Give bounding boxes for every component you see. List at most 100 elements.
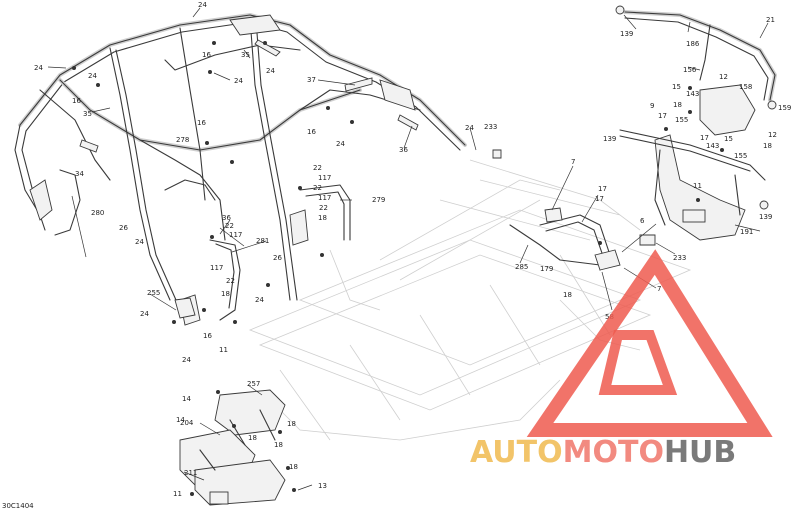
callout-label: 37 bbox=[307, 76, 316, 84]
watermark-triangle bbox=[526, 249, 773, 437]
callout-label: 24 bbox=[255, 296, 264, 304]
callout-label: 179 bbox=[540, 265, 553, 273]
callout-label: 35 bbox=[241, 51, 250, 59]
callout-label: 22 bbox=[313, 184, 322, 192]
side-bars bbox=[174, 184, 351, 321]
callout-label: 285 bbox=[515, 263, 528, 271]
callout-label: 34 bbox=[75, 170, 84, 178]
callout-label: 16 bbox=[203, 332, 212, 340]
callout-label: 11 bbox=[693, 182, 702, 190]
callout-label: 280 bbox=[91, 209, 104, 217]
hitch-assembly bbox=[179, 389, 286, 506]
callout-label: 24 bbox=[88, 72, 97, 80]
callout-label: 158 bbox=[739, 83, 752, 91]
callout-label: 191 bbox=[740, 228, 753, 236]
callout-label: 117 bbox=[229, 231, 242, 239]
callout-label: 24 bbox=[336, 140, 345, 148]
watermark-logo bbox=[526, 249, 773, 437]
callout-label: 16 bbox=[307, 128, 316, 136]
callout-label: 156 bbox=[683, 66, 697, 74]
callout-label: 16 bbox=[202, 51, 211, 59]
callout-label: 278 bbox=[176, 136, 189, 144]
callout-label: 18 bbox=[274, 441, 283, 449]
callout-labels: 24 16 35 24 24 24 16 35 278 16 34 280 24… bbox=[34, 1, 791, 498]
callout-label: 18 bbox=[287, 420, 296, 428]
callout-label: 18 bbox=[563, 291, 572, 299]
callout-label: 18 bbox=[289, 463, 298, 471]
callout-label: 18 bbox=[763, 142, 772, 150]
callout-label: 17 bbox=[700, 134, 709, 142]
callout-label: 24 bbox=[182, 356, 191, 364]
callout-label: 36 bbox=[399, 146, 408, 154]
callout-label: 15 bbox=[724, 135, 733, 143]
watermark-text-moto: MOTO bbox=[563, 435, 664, 470]
chassis-frame-ghost bbox=[248, 159, 692, 441]
callout-label: 117 bbox=[318, 194, 331, 202]
callout-label: 21 bbox=[766, 16, 775, 24]
callout-label: 233 bbox=[484, 123, 497, 131]
callout-label: 35 bbox=[83, 110, 92, 118]
callout-label: 12 bbox=[768, 131, 777, 139]
callout-label: 24 bbox=[266, 67, 275, 75]
callout-label: 117 bbox=[318, 174, 331, 182]
callout-label: 6 bbox=[640, 217, 645, 225]
callout-label: 186 bbox=[686, 40, 700, 48]
callout-label: 18 bbox=[318, 214, 327, 222]
callout-label: 22 bbox=[313, 164, 322, 172]
callout-label: 9 bbox=[650, 102, 654, 110]
callout-label: 279 bbox=[372, 196, 385, 204]
callout-label: 7 bbox=[571, 158, 575, 166]
callout-label: 117 bbox=[210, 264, 223, 272]
callout-label: 139 bbox=[603, 135, 616, 143]
callout-label: 24 bbox=[234, 77, 243, 85]
callout-label: 22 bbox=[226, 277, 235, 285]
callout-label: 143 bbox=[686, 90, 699, 98]
callout-label: 24 bbox=[465, 124, 474, 132]
callout-label: 13 bbox=[318, 482, 327, 490]
callout-label: 139 bbox=[759, 213, 772, 221]
callout-label: 14 bbox=[176, 416, 185, 424]
callout-label: 24 bbox=[135, 238, 144, 246]
callout-label: 18 bbox=[248, 434, 257, 442]
callout-label: 7 bbox=[657, 285, 661, 293]
callout-label: 139 bbox=[620, 30, 633, 38]
callout-label: 22 bbox=[225, 222, 234, 230]
roll-cage-assembly bbox=[14, 13, 467, 326]
callout-label: 24 bbox=[34, 64, 43, 72]
callout-label: 11 bbox=[173, 490, 182, 498]
callout-label: 255 bbox=[147, 289, 160, 297]
callout-label: 17 bbox=[598, 185, 607, 193]
callout-label: 24 bbox=[140, 310, 149, 318]
callout-label: 18 bbox=[673, 101, 682, 109]
callout-label: 143 bbox=[706, 142, 719, 150]
watermark-text: AUTOMOTOHUB bbox=[470, 435, 736, 470]
callout-label: 22 bbox=[319, 204, 328, 212]
callout-label: 16 bbox=[72, 97, 81, 105]
callout-label: 159 bbox=[778, 104, 791, 112]
drawing-code: 30C1404 bbox=[2, 502, 34, 510]
callout-label: 24 bbox=[198, 1, 207, 9]
leader-lines bbox=[47, 7, 769, 491]
callout-label: 15 bbox=[672, 83, 681, 91]
callout-label: 12 bbox=[719, 73, 728, 81]
mid-bracket-assembly bbox=[492, 149, 656, 271]
callout-label: 11 bbox=[219, 346, 228, 354]
callout-label: 155 bbox=[734, 152, 747, 160]
callout-label: 257 bbox=[247, 380, 260, 388]
watermark-text-hub: HUB bbox=[664, 435, 736, 470]
callout-label: 17 bbox=[658, 112, 667, 120]
callout-label: 26 bbox=[119, 224, 128, 232]
callout-label: 281 bbox=[256, 237, 269, 245]
callout-label: 16 bbox=[197, 119, 206, 127]
watermark-text-auto: AUTO bbox=[470, 435, 563, 470]
callout-label: 233 bbox=[673, 254, 686, 262]
callout-label: 211 bbox=[184, 469, 197, 477]
callout-label: 18 bbox=[221, 290, 230, 298]
hardware-dots bbox=[72, 41, 724, 496]
callout-label: 26 bbox=[273, 254, 282, 262]
callout-label: 204 bbox=[180, 419, 194, 427]
callout-label: 36 bbox=[222, 214, 231, 222]
rear-bumper-assembly bbox=[615, 5, 777, 241]
callout-label: 14 bbox=[182, 395, 191, 403]
